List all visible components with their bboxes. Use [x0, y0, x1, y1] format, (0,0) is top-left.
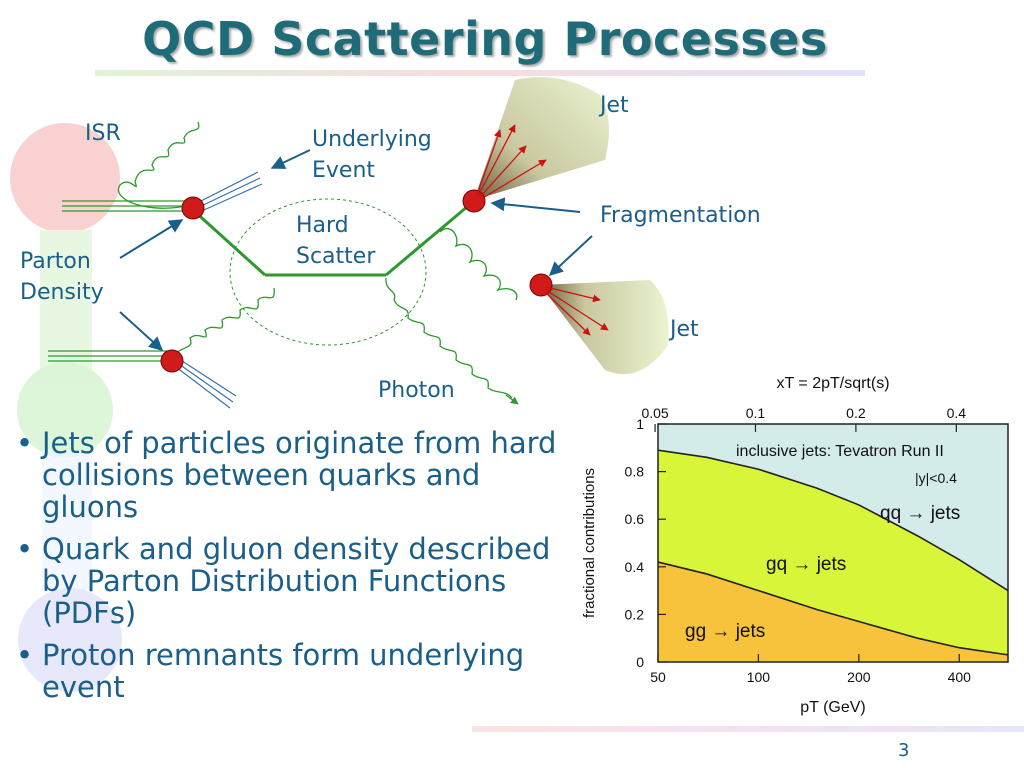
- spectator-lines-bottom: [175, 356, 237, 409]
- x-tick-label: 400: [948, 669, 972, 685]
- vertex-jet-top: [462, 189, 486, 213]
- spectator-lines-top: [194, 171, 263, 215]
- jet-particles-bottom: [544, 286, 609, 336]
- bullet-item: •Quark and gluon density described by Pa…: [16, 532, 551, 630]
- y-tick-label: 0: [636, 654, 644, 670]
- hard-scatter-ellipse: [229, 198, 427, 346]
- label-hard-scatter: Hard Scatter: [296, 213, 376, 269]
- top-axis-label: xT = 2pT/sqrt(s): [776, 375, 889, 392]
- beam-lines-top: [62, 200, 190, 212]
- parton-lines: [191, 199, 475, 277]
- area-series-1: [658, 450, 1008, 655]
- y-tick-label: 0.6: [625, 511, 645, 527]
- top-tick-label: 0.1: [746, 405, 766, 421]
- page-number: 3: [898, 740, 910, 761]
- label-pointers: [119, 149, 593, 351]
- vertex-bottom-left: [160, 349, 184, 373]
- top-tick-label: 0.2: [846, 405, 866, 421]
- x-tick-label: 100: [747, 669, 771, 685]
- photon-arrow: [505, 394, 519, 405]
- label-fragmentation: Fragmentation: [600, 203, 761, 228]
- label-jet-top: Jet: [600, 93, 629, 118]
- y-tick-label: 0.4: [625, 559, 645, 575]
- top-tick-label: 0.4: [947, 405, 967, 421]
- series-label-gq: gq → jets: [766, 554, 846, 575]
- gluon-isr: [117, 121, 200, 209]
- boundary-line-0: [657, 561, 1009, 656]
- series-label-qq: qq → jets: [880, 503, 960, 524]
- top-tick-label: 0.05: [641, 405, 668, 421]
- footer-rule: [472, 726, 1024, 732]
- label-jet-bottom: Jet: [670, 317, 699, 342]
- bullet-list: •Jets of particles originate from hard c…: [12, 427, 572, 713]
- cut-label: |y|<0.4: [915, 470, 957, 486]
- x-axis-label: pT (GeV): [800, 699, 866, 716]
- bullet-item: •Jets of particles originate from hard c…: [16, 426, 557, 524]
- x-tick-label: 50: [650, 669, 666, 685]
- bullet-item: •Proton remnants form underlying event: [16, 638, 525, 704]
- x-tick-label: 200: [847, 669, 871, 685]
- proton-blob-top: [10, 123, 120, 458]
- plot-frame: [657, 423, 1009, 663]
- jet-cone-top: [474, 77, 609, 200]
- series-label-gg: gg → jets: [685, 621, 765, 642]
- vertex-top-left: [181, 196, 205, 220]
- boundary-line-1: [657, 449, 1009, 592]
- label-parton-density: Parton Density: [20, 249, 104, 305]
- y-tick-label: 0.2: [625, 606, 645, 622]
- label-photon: Photon: [378, 378, 455, 403]
- label-underlying-event: Underlying Event: [312, 127, 432, 183]
- proton-blob-bottom: [18, 450, 122, 692]
- page-title: QCD Scattering Processes: [142, 12, 828, 66]
- title-underline: [95, 70, 865, 76]
- y-tick-label: 0.8: [625, 464, 645, 480]
- jet-particles-top: [476, 124, 547, 200]
- beam-lines-bottom: [48, 350, 172, 362]
- gluon-photon: [385, 277, 513, 399]
- chart-annotation: inclusive jets: Tevatron Run II: [736, 443, 944, 460]
- gluon-bottom: [171, 287, 275, 359]
- y-tick-label: 1: [636, 416, 644, 432]
- gluon-fragment: [439, 227, 518, 301]
- label-isr: ISR: [85, 121, 121, 146]
- y-axis-label: fractional contributions: [581, 468, 598, 618]
